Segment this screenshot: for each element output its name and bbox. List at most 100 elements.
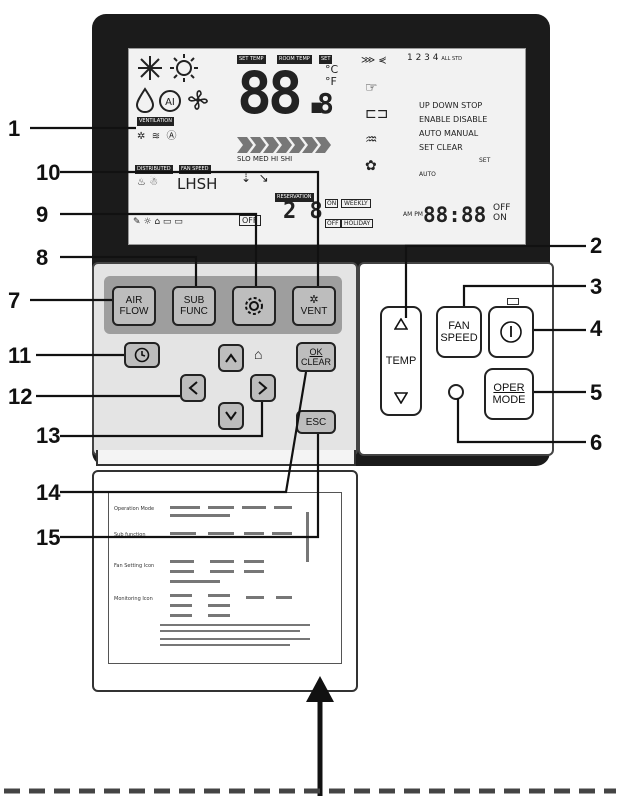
power-icon: [500, 321, 522, 343]
up-down-stop: UP DOWN STOP: [419, 101, 483, 110]
lhsh-indicator: LHSH: [177, 175, 218, 193]
tag-room-temp: ROOM TEMP: [277, 55, 312, 64]
fan-icon: [188, 90, 208, 110]
callout-12: 12: [8, 384, 33, 409]
callout-9: 9: [36, 202, 49, 227]
gear-icon: [245, 297, 263, 315]
airflow-arrows: ⇣ ↘: [241, 171, 269, 185]
vent-button[interactable]: ✲ VENT: [292, 286, 336, 326]
air-flow-button[interactable]: AIR FLOW: [112, 286, 156, 326]
sub-func-button[interactable]: SUB FUNC: [172, 286, 216, 326]
weekly-indicator: WEEKLY: [341, 199, 371, 208]
tag-set-temp: SET TEMP: [237, 55, 266, 64]
callout-8: 8: [36, 245, 49, 270]
clear-label: CLEAR: [300, 357, 331, 367]
tag-distributed: DISTRIBUTED: [135, 165, 173, 174]
temperature-digits: 88.: [237, 59, 334, 127]
callout-14: 14: [36, 480, 61, 505]
ok-label: OK: [309, 347, 323, 357]
card-row-fan-setting: Fan Setting Icon: [114, 563, 155, 569]
sensor-icon: [448, 384, 464, 400]
callout-2: 2: [590, 233, 603, 258]
down-arrow-button[interactable]: [218, 402, 244, 430]
off-on-indicator: OFF ON: [493, 203, 511, 223]
ventilation-icons: ✲ ≋ Ⓐ: [137, 131, 177, 142]
holiday-indicator: HOLIDAY: [341, 219, 374, 228]
clock-digits: 88:88: [423, 203, 487, 227]
all-std-text: ALL STD: [441, 56, 463, 62]
home-icon: ⌂: [254, 346, 263, 362]
callout-3: 3: [590, 274, 603, 299]
chevron-left-icon: [188, 381, 198, 395]
ventilation-label: VENTILATION: [137, 117, 174, 126]
callout-4: 4: [590, 316, 603, 341]
set-clear: SET CLEAR: [419, 143, 463, 152]
power-indicator-led: [507, 298, 519, 305]
heat-icon: [170, 54, 198, 82]
am-pm: AM PM: [403, 211, 423, 218]
fan-speed-labels: SLO MED HI SHI: [237, 155, 293, 163]
callout-7: 7: [8, 288, 21, 313]
settings-button[interactable]: [232, 286, 276, 326]
card-row-monitoring: Monitoring Icon: [114, 596, 153, 602]
callout-1: 1: [8, 116, 21, 141]
callout-5: 5: [590, 380, 603, 405]
callout-11: 11: [8, 343, 32, 368]
temperature-digit-small: 8: [317, 87, 334, 120]
dashed-edge-line: [4, 788, 616, 794]
air-flow-label-2: FLOW: [119, 306, 149, 317]
number-indicators: 1 2 3 4 ALL STD: [407, 53, 462, 63]
enable-disable: ENABLE DISABLE: [419, 115, 488, 124]
timer-button[interactable]: [124, 342, 160, 368]
callout-15: 15: [36, 525, 61, 550]
vent-label: VENT: [300, 306, 328, 317]
unit-fahrenheit: °F: [325, 75, 337, 88]
svg-text:AI: AI: [165, 97, 175, 108]
clock-icon: [134, 347, 150, 363]
numbers-text: 1 2 3 4: [407, 53, 439, 63]
reservation-box: OFF: [239, 215, 261, 226]
vent-icon: ✲: [309, 294, 319, 306]
fan-speed-button[interactable]: FAN SPEED: [436, 306, 482, 358]
temp-rocker[interactable]: TEMP: [380, 306, 422, 416]
up-arrow-button[interactable]: [218, 344, 244, 372]
cool-icon: [138, 56, 162, 80]
ok-clear-button[interactable]: OK CLEAR: [296, 342, 336, 372]
sub-func-label-2: FUNC: [180, 306, 208, 317]
sub-func-label-1: SUB: [183, 295, 205, 306]
off-indicator: OFF: [325, 219, 341, 228]
right-arrow-button[interactable]: [250, 374, 276, 402]
tag-set: SET: [319, 55, 333, 64]
power-button[interactable]: [488, 306, 534, 358]
tag-reservation: RESERVATION: [275, 193, 314, 202]
left-arrow-button[interactable]: [180, 374, 206, 402]
card-row-operation-mode: Operation Mode: [114, 506, 155, 512]
louver-icons: ⋙ ⋞: [361, 55, 387, 66]
distributed-icons: ♨ ☃: [137, 177, 159, 188]
unit-celsius: °C: [325, 63, 339, 76]
oper-mode-button[interactable]: OPER MODE: [484, 368, 534, 420]
triangle-down-icon: [394, 392, 408, 404]
callout-6: 6: [590, 430, 603, 455]
callout-13: 13: [36, 423, 61, 448]
fan-speed-label-1: FAN: [448, 320, 470, 332]
chevron-up-icon: [225, 353, 237, 363]
card-row-sub-function: Sub function: [114, 532, 146, 538]
temp-label: TEMP: [385, 355, 417, 367]
chevron-right-icon: [258, 381, 268, 395]
fan-speed-label-2: SPEED: [440, 332, 478, 344]
side-icons: ☞⊏⊐♒✿: [365, 80, 389, 174]
bottom-status-icons: ✎ ☼ ⌂ ▭ ▭: [133, 217, 183, 227]
card-legend-scribbles: [160, 506, 310, 646]
reservation-digits: 2 8: [283, 199, 323, 224]
fan-speed-bar: [237, 137, 331, 153]
oper-mode-label-1: OPER: [493, 382, 525, 394]
tag-fan-speed: FAN SPEED: [179, 165, 211, 174]
ai-icon: AI: [159, 90, 181, 112]
auto-indicator: AUTO: [419, 171, 436, 178]
oper-mode-label-2: MODE: [492, 394, 526, 406]
esc-label: ESC: [305, 416, 327, 428]
callout-10: 10: [36, 160, 61, 185]
air-flow-label-1: AIR: [125, 295, 143, 306]
lcd-display: AI VENTILATION ✲ ≋ Ⓐ DISTRIBUTED FAN SPE…: [128, 48, 526, 245]
